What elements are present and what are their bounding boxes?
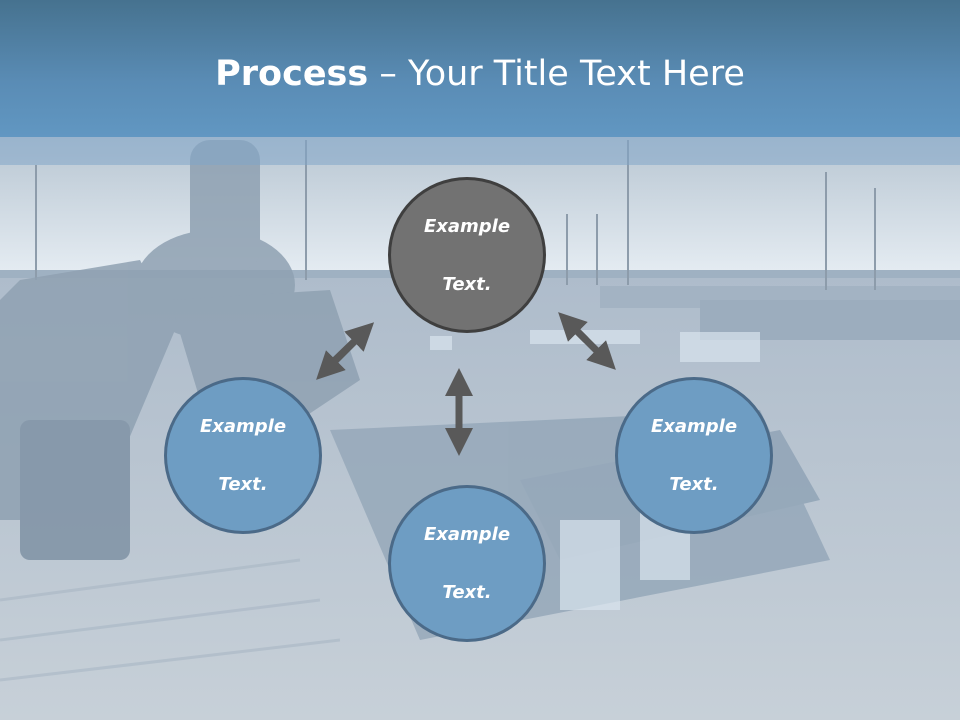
arrow-top-right-back: [565, 319, 616, 370]
title-rest-part: – Your Title Text Here: [368, 54, 745, 94]
node-line1: Example: [423, 215, 511, 237]
title-bar: [0, 0, 960, 137]
title-bar-strip: [0, 137, 960, 165]
node-line2: Text.: [442, 273, 492, 295]
node-line2: Text.: [442, 582, 492, 603]
slide-title: Process – Your Title Text Here: [0, 52, 960, 96]
node-line2: Text.: [218, 474, 268, 495]
arrow-top-left-back: [316, 329, 367, 380]
title-bold-part: Process: [215, 54, 369, 94]
node-line1: Example: [199, 416, 287, 437]
node-line2: Text.: [669, 474, 719, 495]
node-line1: Example: [423, 524, 511, 545]
node-line1: Example: [650, 416, 738, 437]
